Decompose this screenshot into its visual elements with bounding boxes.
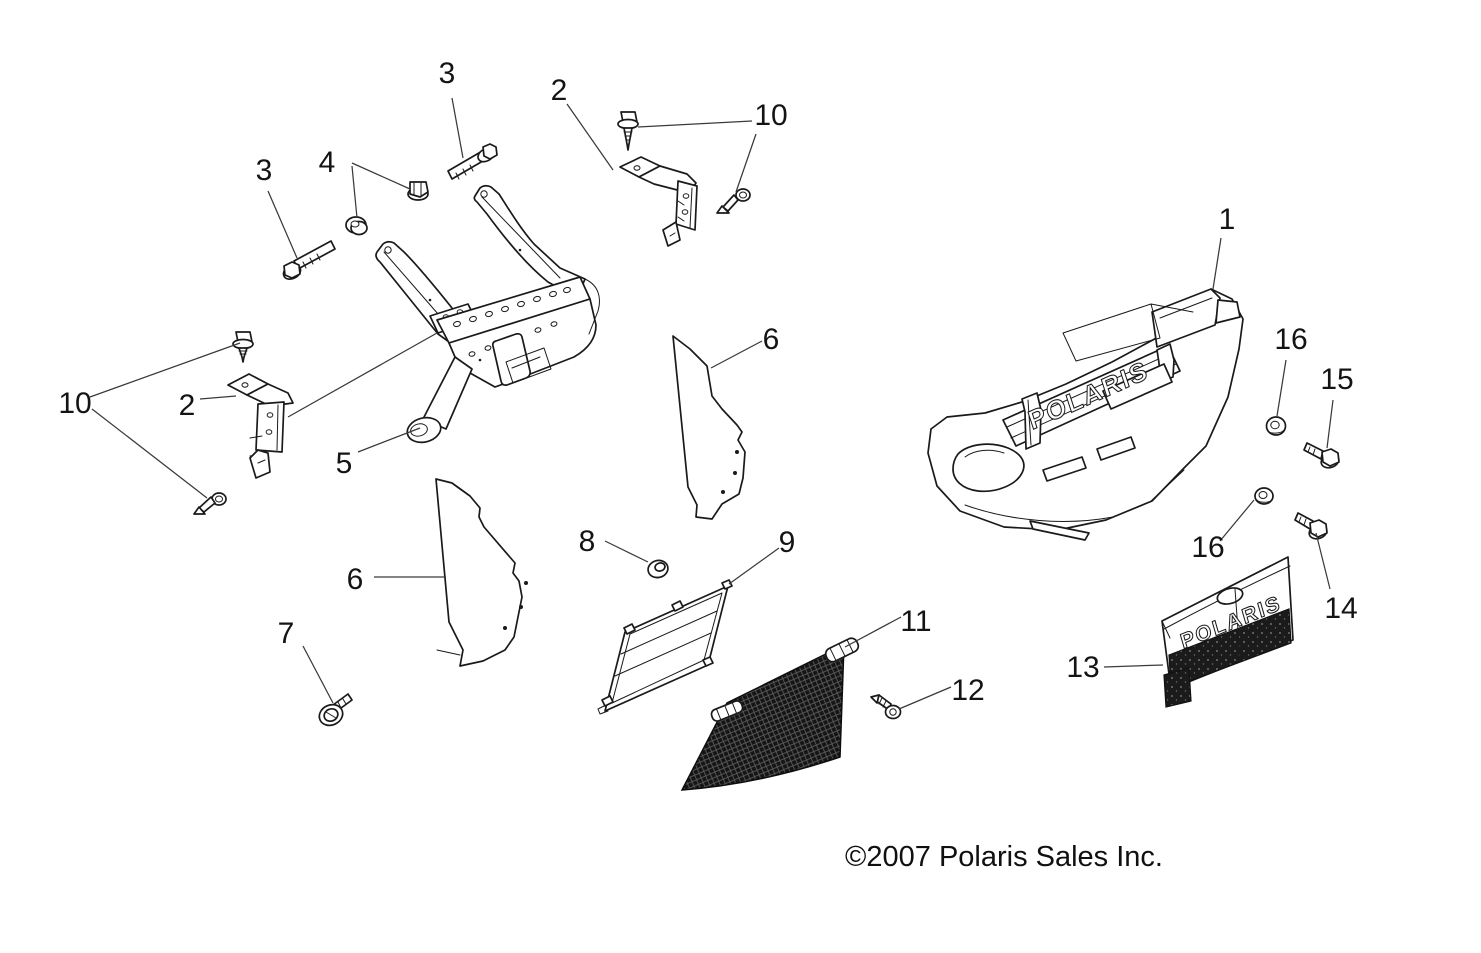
grille-bolt-upper	[1303, 442, 1340, 469]
front-bumper-fascia: POLARIS	[927, 288, 1244, 541]
callout-2-top: 2	[551, 74, 568, 107]
leader-14	[1315, 532, 1331, 590]
leader-6-right	[710, 340, 763, 369]
leader-16-top	[1276, 359, 1287, 417]
callout-8: 8	[579, 525, 596, 558]
leader-4-nut	[351, 162, 411, 190]
hex-flange-bolt-lower	[282, 240, 336, 280]
tapping-screw	[870, 694, 902, 720]
bumper-support-frame	[375, 184, 600, 444]
leader-9	[728, 547, 780, 585]
leader-13	[1103, 664, 1164, 668]
mesh-screen	[680, 637, 860, 791]
bracket-to-frame-line	[287, 332, 438, 418]
leader-5	[357, 427, 421, 453]
callout-6-left: 6	[347, 563, 364, 596]
callout-16-bottom: 16	[1191, 531, 1224, 564]
callout-13: 13	[1066, 651, 1099, 684]
washer-lower	[1254, 487, 1274, 505]
side-panel-right	[672, 335, 746, 520]
callout-2-left: 2	[179, 389, 196, 422]
screen-support-frame	[597, 579, 733, 715]
leader-15	[1326, 399, 1334, 449]
leader-10-left-rivet	[91, 408, 208, 499]
leader-3-top	[451, 97, 464, 159]
leader-lines	[89, 97, 1334, 710]
callout-11: 11	[900, 605, 931, 638]
leader-10-left-screw	[89, 342, 241, 398]
leader-16-bottom	[1219, 499, 1255, 542]
callout-numbers: 1 2 2 3 3 4 5 6 6 7 8 9 10 10 11 12 13 1…	[58, 57, 1357, 707]
grommet	[647, 559, 669, 579]
grille-lower-tab	[1163, 667, 1192, 708]
callout-7: 7	[278, 617, 295, 650]
copyright-text: ©2007 Polaris Sales Inc.	[845, 841, 1163, 873]
mounting-bracket-right	[619, 156, 698, 247]
leader-2-left	[199, 395, 237, 400]
callout-9: 9	[779, 526, 796, 559]
leader-7	[302, 645, 334, 704]
callout-10-top: 10	[754, 99, 787, 132]
callout-5: 5	[336, 447, 353, 480]
callout-16-top: 16	[1274, 323, 1307, 356]
callout-4: 4	[319, 146, 336, 179]
hex-flange-bolt-upper	[447, 143, 498, 180]
front-grille: POLARIS	[1161, 556, 1294, 708]
washer-upper	[1265, 416, 1287, 436]
washer-head-screw	[318, 693, 353, 727]
callout-1: 1	[1219, 203, 1236, 236]
callout-6-right: 6	[763, 323, 780, 356]
callout-3-top: 3	[439, 57, 456, 90]
mesh-handle-left	[710, 700, 744, 722]
callout-15: 15	[1320, 363, 1353, 396]
callout-10-left: 10	[58, 387, 91, 420]
leader-1	[1212, 237, 1222, 290]
leader-12	[898, 686, 952, 710]
callout-14: 14	[1324, 592, 1357, 625]
leader-11	[844, 616, 902, 648]
nut-and-bushing	[345, 181, 429, 236]
leader-2-top	[566, 103, 614, 171]
mounting-bracket-left	[227, 373, 294, 479]
callout-12: 12	[951, 674, 984, 707]
leader-8	[604, 540, 649, 563]
leader-10-top-screw	[637, 120, 753, 128]
fastener-pair-right	[617, 111, 751, 214]
side-panel-left	[435, 478, 528, 667]
fastener-pair-left	[193, 331, 254, 515]
leader-10-top-rivet	[735, 133, 757, 193]
leader-4-bushing	[351, 165, 358, 219]
leader-3-left	[267, 190, 298, 259]
grille-bolt-lower	[1294, 512, 1328, 540]
callout-3-left: 3	[256, 154, 273, 187]
